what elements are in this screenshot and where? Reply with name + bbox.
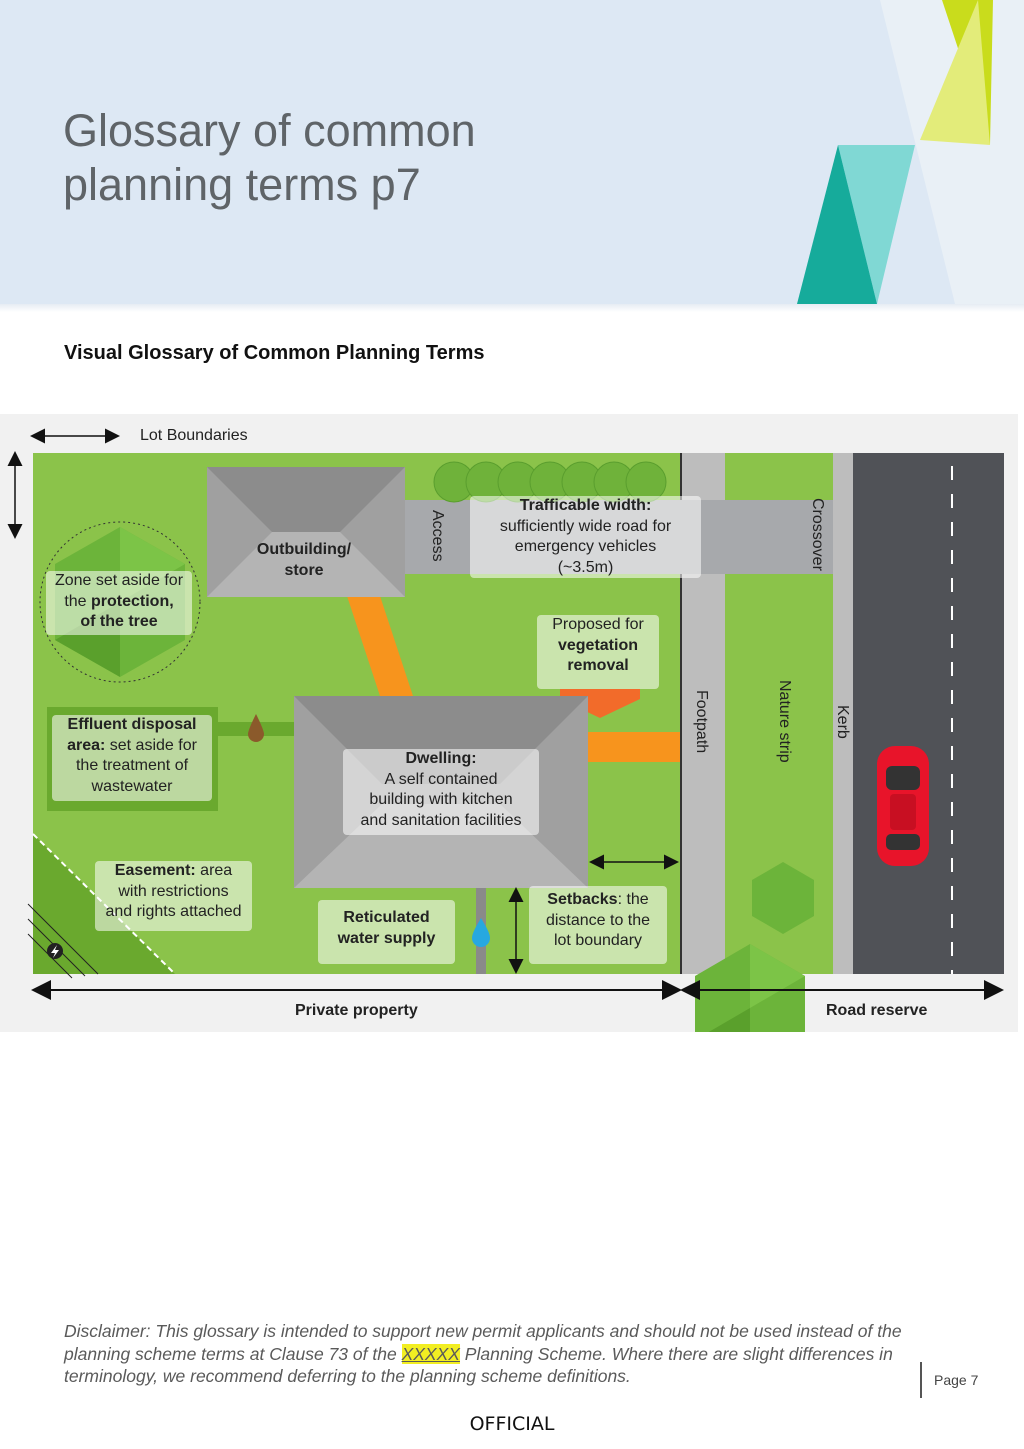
title-line-1: Glossary of common [63, 105, 476, 156]
crossover [680, 500, 833, 574]
page-divider [920, 1362, 922, 1398]
easement-label: Easement: area with restrictions and rig… [95, 861, 252, 931]
kerb-strip [833, 453, 853, 974]
trafficable-width-label: Trafficable width: sufficiently wide roa… [470, 496, 701, 578]
header-shadow [0, 304, 1024, 312]
water-supply-label: Reticulated water supply [318, 900, 455, 964]
tree-protection-zone [39, 521, 201, 683]
tree-zone-label: Zone set aside for the protection, of th… [46, 571, 192, 635]
lot-boundaries-label: Lot Boundaries [140, 427, 248, 444]
access-label: Access [429, 510, 446, 562]
disclaimer: Disclaimer: This glossary is intended to… [64, 1321, 902, 1386]
orange-path-right [587, 732, 680, 762]
section-subtitle: Visual Glossary of Common Planning Terms [64, 342, 485, 364]
kerb-label: Kerb [834, 705, 851, 739]
page-title: Glossary of common planning terms p7 [63, 104, 476, 212]
page-number: Page 7 [934, 1372, 979, 1388]
water-drop-icon [472, 918, 490, 947]
outbuilding-roof [207, 467, 405, 597]
road [853, 453, 1004, 974]
orange-path-upper [347, 596, 413, 696]
classification-footer: OFFICIAL [469, 1413, 555, 1435]
private-property-label: Private property [295, 1002, 418, 1019]
car-icon [877, 746, 929, 866]
nature-strip-label: Nature strip [776, 680, 793, 763]
scheme-name-placeholder: XXXXX [401, 1343, 460, 1364]
setbacks-label: Setbacks: the distance to the lot bounda… [529, 886, 667, 964]
hedge-trees [433, 461, 667, 503]
effluent-drop-icon [248, 714, 264, 742]
decorative-triangles [797, 0, 1024, 304]
road-reserve-label: Road reserve [826, 1002, 928, 1019]
footpath-label: Footpath [693, 690, 710, 754]
title-line-2: planning terms p7 [63, 159, 421, 210]
dwelling-label: Dwelling: A self contained building with… [343, 749, 539, 835]
effluent-label: Effluent disposal area: set aside for th… [52, 715, 212, 801]
outbuilding-label: Outbuilding/ store [256, 541, 352, 579]
crossover-label: Crossover [809, 498, 826, 571]
vegetation-removal-label: Proposed for vegetation removal [537, 615, 659, 689]
